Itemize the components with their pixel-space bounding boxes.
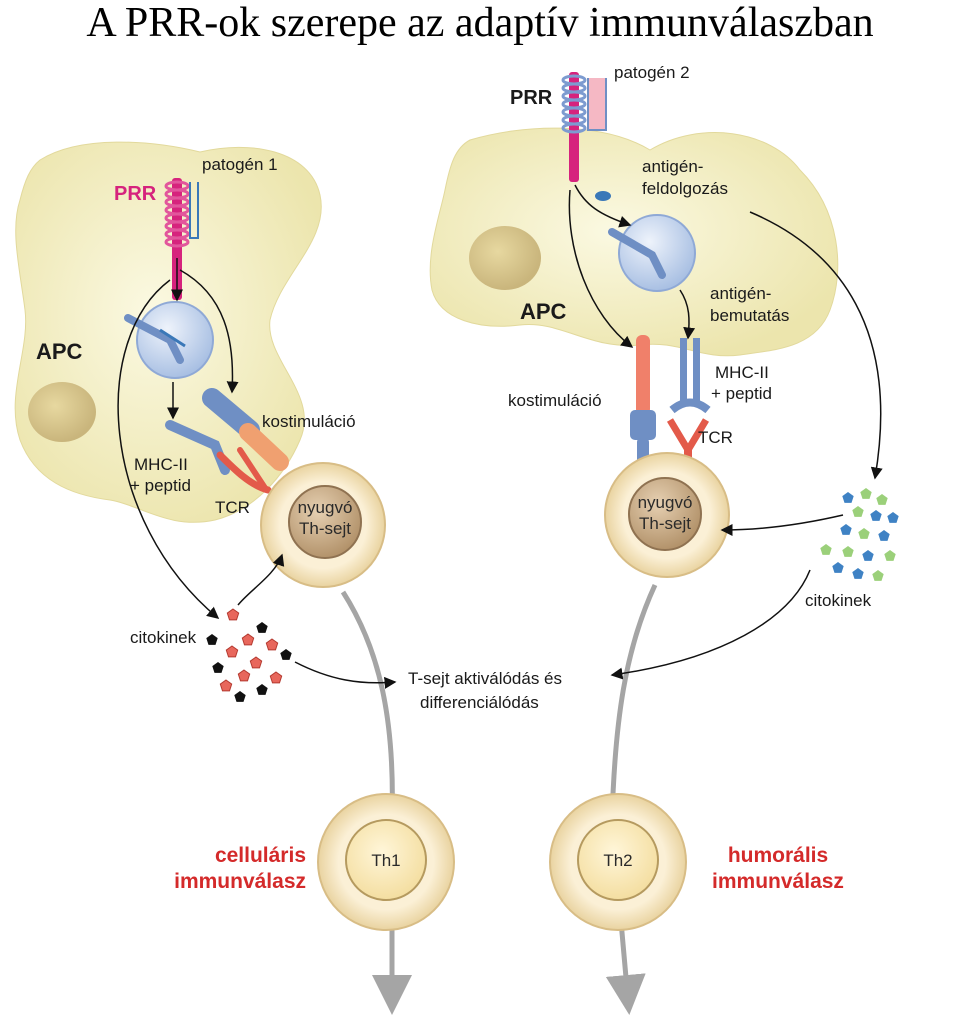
right-cytokines — [820, 488, 899, 581]
left-cytokines-label: citokinek — [130, 628, 197, 647]
right-processing-label-2: feldolgozás — [642, 179, 728, 198]
left-resting-th-cell — [260, 462, 386, 588]
left-vesicle — [124, 301, 214, 379]
left-pathogen-label: patogén 1 — [202, 155, 278, 174]
th2-cell — [549, 793, 687, 931]
right-presentation-label-2: bemutatás — [710, 306, 789, 325]
activation-label-1: T-sejt aktiválódás és — [408, 669, 562, 688]
right-cytokines-label: citokinek — [805, 591, 872, 610]
activation-label-2: differenciálódás — [420, 693, 539, 712]
left-costimulator — [202, 388, 289, 471]
cellular-response-label-1: celluláris — [215, 844, 306, 867]
left-cell-label-2: Th-sejt — [299, 519, 351, 538]
flow-arrows — [117, 184, 883, 689]
th2-label: Th2 — [603, 851, 632, 870]
left-apc-label: APC — [36, 339, 83, 364]
left-mhc-label-1: MHC-II — [134, 455, 188, 474]
left-cytokines — [206, 608, 292, 702]
humoral-response-label-1: humorális — [728, 844, 828, 867]
right-cell-label-1: nyugvó — [638, 493, 693, 512]
right-costim-label: kostimuláció — [508, 391, 602, 410]
right-tcr-label: TCR — [698, 428, 733, 447]
right-cell-label-2: Th-sejt — [639, 514, 691, 533]
right-costimulator — [630, 335, 656, 466]
left-cell-label-1: nyugvó — [298, 498, 353, 517]
right-differentiation-arrow — [605, 583, 658, 1015]
left-mhc-tcr-complex — [165, 420, 272, 494]
right-nucleus — [469, 226, 541, 290]
right-prr-label: PRR — [510, 87, 553, 109]
right-processing-label-1: antigén- — [642, 157, 703, 176]
th1-cell — [317, 793, 455, 931]
humoral-response-label-2: immunválasz — [712, 870, 844, 893]
right-prr-receptor — [561, 72, 607, 182]
th1-label: Th1 — [371, 851, 400, 870]
left-tcr-label: TCR — [215, 498, 250, 517]
right-pathogen-label: patogén 2 — [614, 63, 690, 82]
left-nucleus — [28, 382, 96, 442]
right-resting-th-cell — [604, 452, 730, 578]
right-mhc-label-2: + peptid — [711, 384, 772, 403]
right-apc-label: APC — [520, 299, 567, 324]
cellular-response-label-2: immunválasz — [174, 870, 306, 893]
right-vesicle — [595, 191, 696, 292]
left-prr-receptor — [164, 178, 199, 300]
page-title: A PRR-ok szerepe az adaptív immunválaszb… — [86, 0, 874, 46]
left-mhc-label-2: + peptid — [130, 476, 191, 495]
right-presentation-label-1: antigén- — [710, 284, 771, 303]
right-mhc-label-1: MHC-II — [715, 363, 769, 382]
left-prr-label: PRR — [114, 183, 157, 205]
left-costim-label: kostimuláció — [262, 412, 356, 431]
